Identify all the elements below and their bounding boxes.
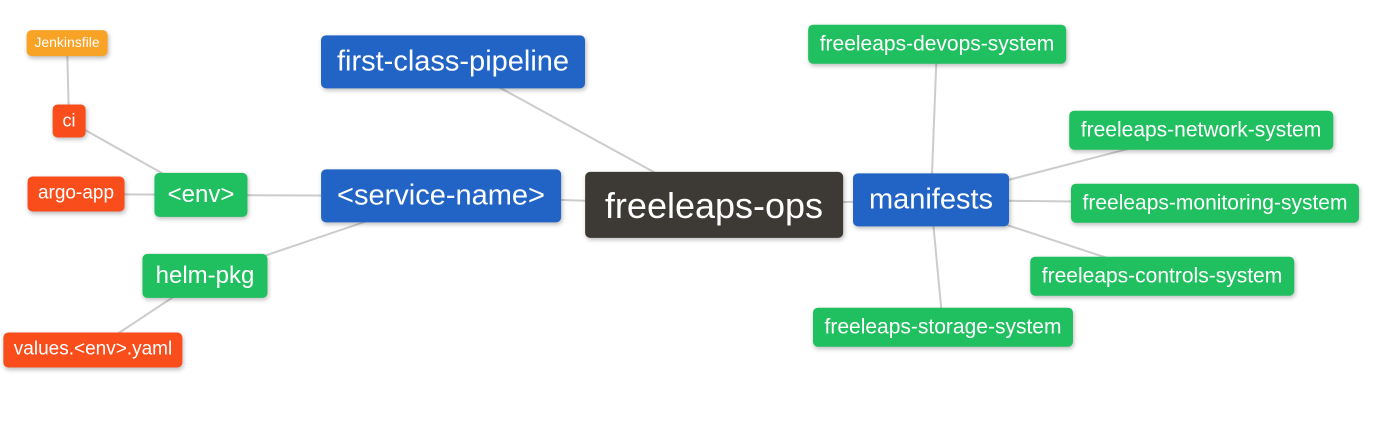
mindmap-node-manifests[interactable]: manifests [853, 173, 1009, 227]
mindmap-node-freeleaps-ops[interactable]: freeleaps-ops [585, 171, 843, 239]
mindmap-node-service-name[interactable]: <service-name> [321, 169, 561, 223]
mindmap-node-first-class-pipeline[interactable]: first-class-pipeline [321, 35, 585, 89]
mindmap-node-values-env-yaml[interactable]: values.<env>.yaml [3, 332, 183, 368]
mindmap-node-freeleaps-storage-system[interactable]: freeleaps-storage-system [812, 307, 1074, 347]
mindmap-node-freeleaps-monitoring-system[interactable]: freeleaps-monitoring-system [1070, 183, 1360, 223]
mindmap-node-freeleaps-network-system[interactable]: freeleaps-network-system [1069, 110, 1333, 150]
mindmap-node-freeleaps-controls-system[interactable]: freeleaps-controls-system [1030, 256, 1294, 296]
mindmap-node-argo-app[interactable]: argo-app [27, 176, 125, 212]
mindmap-node-freeleaps-devops-system[interactable]: freeleaps-devops-system [808, 24, 1066, 64]
mindmap-node-jenkinsfile[interactable]: Jenkinsfile [26, 30, 108, 56]
mindmap-node-ci[interactable]: ci [52, 104, 86, 138]
mindmap-node-helm-pkg[interactable]: helm-pkg [142, 253, 268, 299]
mindmap-node-env[interactable]: <env> [154, 172, 248, 218]
